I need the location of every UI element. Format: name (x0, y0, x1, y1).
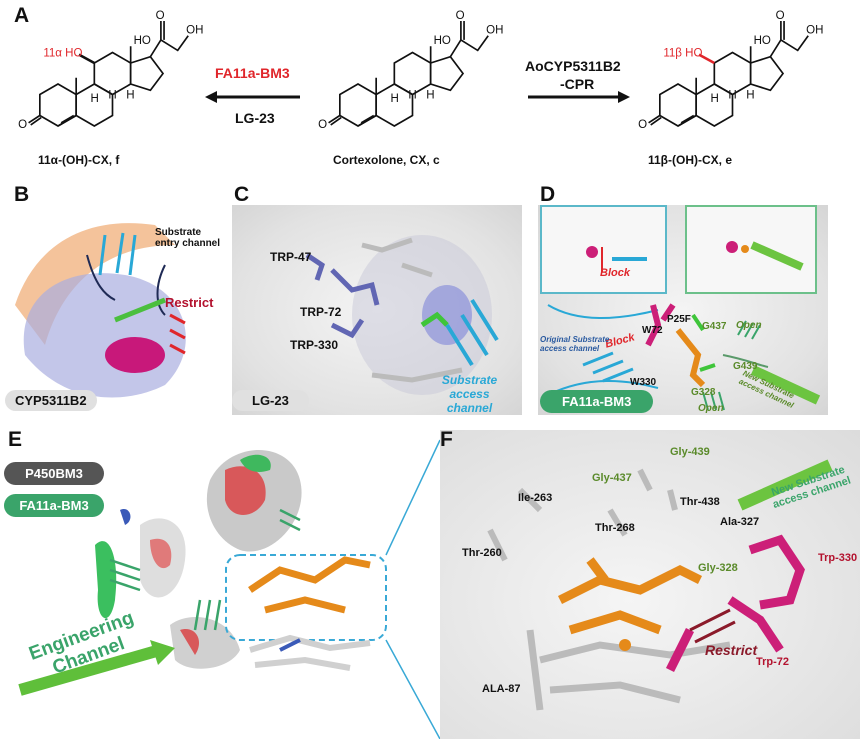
panel-label-b: B (14, 183, 30, 206)
open-label-bottom: Open (698, 403, 724, 414)
carbonyl-oxygen: O (456, 10, 465, 22)
11beta-hydroxyl-label: 11β HO (663, 48, 702, 60)
ala87-label: ALA-87 (482, 683, 521, 695)
panel-label-c: C (234, 183, 250, 206)
panel-b-image: Substrate entry channel Restrict CYP5311… (5, 205, 225, 415)
restrict-label: Restrict (165, 295, 214, 310)
thr260-label: Thr-260 (462, 547, 502, 559)
hydroxyl-17: HO (754, 35, 771, 47)
g439-label: G439 (733, 361, 758, 372)
gly439-label: Gly-439 (670, 446, 710, 458)
inset-original-channel: Block (540, 205, 667, 294)
engineering-channel-label: Engineering Channel (26, 607, 137, 679)
trp72-label: TRP-72 (300, 305, 342, 319)
hydrogen-8: H (408, 90, 416, 102)
hydrogen-9: H (711, 93, 719, 105)
hydroxyl-21: OH (486, 25, 503, 37)
restrict-label-f: Restrict (705, 642, 758, 658)
trp72-label-f: Trp-72 (756, 656, 790, 668)
hydrogen-9: H (91, 93, 99, 105)
right-enzyme-label: AoCYP5311B2 (525, 58, 621, 74)
left-caption: 11α-(OH)-CX, f (38, 153, 120, 167)
cyp5311b2-badge: CYP5311B2 (5, 390, 97, 411)
ile263-label: Ile-263 (518, 492, 553, 504)
ala327-label: Ala-327 (720, 516, 760, 528)
thr438-label: Thr-438 (680, 496, 720, 508)
p450bm3-badge: P450BM3 (4, 462, 104, 485)
gly437-label: Gly-437 (592, 472, 632, 484)
panel-label-f: F (440, 428, 453, 451)
trp330-label-f: Trp-330 (818, 552, 858, 564)
ketone-oxygen: O (638, 119, 647, 131)
trp47-label: TRP-47 (270, 250, 312, 264)
right-caption: 11β-(OH)-CX, e (648, 153, 733, 167)
g328-label: G328 (691, 387, 716, 398)
original-channel-label: Original Substrate access channel (540, 335, 610, 353)
right-enzyme-label-2: -CPR (560, 76, 595, 92)
left-enzyme-label: FA11a-BM3 (215, 65, 290, 81)
substrate-entry-label: Substrate entry channel (155, 227, 221, 249)
11alpha-hydroxyl-label: 11α HO (43, 48, 82, 60)
panel-d-image: Block Block P25F W72 W330 G437 G439 G328… (538, 205, 828, 415)
hydroxyl-21: OH (806, 25, 823, 37)
hydrogen-9: H (391, 93, 399, 105)
panel-f-image: Ile-263 Thr-260 Thr-268 Gly-437 Gly-439 … (440, 430, 860, 739)
gly328-label: Gly-328 (698, 562, 738, 574)
inset-new-channel (685, 205, 817, 294)
ketone-oxygen: O (318, 119, 327, 131)
fa11a-bm3-badge-d: FA11a-BM3 (540, 390, 654, 413)
reaction-arrow-left (205, 91, 300, 103)
left-substrate-label: LG-23 (235, 110, 275, 126)
panel-label-a: A (14, 4, 30, 27)
reaction-arrow-right (528, 91, 630, 103)
hydroxyl-17: HO (434, 35, 451, 47)
hydroxyl-21: OH (186, 25, 203, 37)
hydrogen-8: H (728, 90, 736, 102)
block-inset-label: Block (600, 267, 630, 279)
ketone-oxygen: O (18, 119, 27, 131)
hydroxyl-17: HO (134, 35, 151, 47)
trp330-label: TRP-330 (290, 338, 339, 352)
carbonyl-oxygen: O (776, 10, 785, 22)
w72-label: W72 (642, 325, 663, 336)
panel-label-d: D (540, 183, 556, 206)
g437-label: G437 (702, 321, 727, 332)
channel-label: Substrate access channel (441, 373, 498, 415)
panel-label-e: E (8, 428, 23, 451)
w330-label: W330 (630, 377, 657, 388)
carbonyl-oxygen: O (156, 10, 165, 22)
hydrogen-14: H (126, 90, 134, 102)
hydrogen-14: H (426, 90, 434, 102)
thr268-label: Thr-268 (595, 522, 635, 534)
hydrogen-8: H (108, 90, 116, 102)
p25f-label: P25F (667, 314, 691, 325)
fa11a-bm3-badge-e: FA11a-BM3 (4, 494, 104, 517)
center-caption: Cortexolone, CX, c (333, 153, 440, 167)
open-label-top: Open (736, 320, 762, 331)
hydrogen-14: H (746, 90, 754, 102)
lg23-badge: LG-23 (232, 390, 309, 411)
panel-c-image: TRP-47 TRP-72 TRP-330 Substrate access c… (232, 205, 522, 415)
